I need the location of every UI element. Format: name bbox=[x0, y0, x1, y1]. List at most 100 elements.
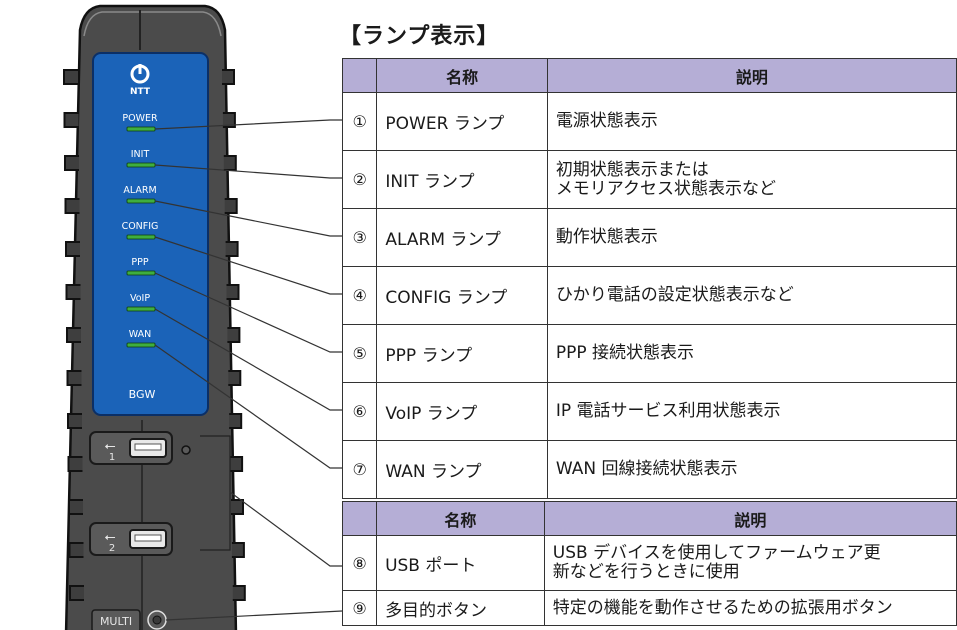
multi-button-label: MULTI bbox=[100, 615, 132, 628]
row-description: 電源状態表示 bbox=[546, 92, 957, 151]
row-number: ⑧ bbox=[341, 535, 378, 591]
lamp-label-wan: WAN bbox=[129, 329, 151, 340]
description-line: IP 電話サービス利用状態表示 bbox=[555, 401, 781, 421]
ridge bbox=[68, 542, 84, 558]
lamp-ppp bbox=[126, 270, 156, 276]
ridge bbox=[231, 499, 244, 515]
header-description: 説明 bbox=[543, 501, 957, 536]
row-description: 特定の機能を動作させるための拡張用ボタン bbox=[543, 590, 957, 626]
row-number: ② bbox=[341, 150, 378, 209]
row-name: CONFIG ランプ bbox=[376, 266, 548, 325]
ridge bbox=[68, 499, 83, 515]
header-number bbox=[341, 58, 378, 93]
ridge bbox=[229, 413, 243, 429]
description-line: USB デバイスを使用してファームウェア更 bbox=[552, 543, 881, 563]
row-description: USB デバイスを使用してファームウェア更新などを行うときに使用 bbox=[543, 535, 957, 591]
row-number: ⑥ bbox=[341, 382, 378, 441]
row-name: 多目的ボタン bbox=[376, 590, 545, 626]
ridge bbox=[64, 198, 80, 214]
lamp-section-title: 【ランプ表示】 bbox=[339, 24, 500, 49]
header-number bbox=[341, 501, 378, 536]
row-name: INIT ランプ bbox=[376, 150, 548, 209]
table-header-row: 名称 説明 bbox=[341, 58, 957, 93]
ridge bbox=[69, 585, 84, 601]
ridge bbox=[226, 284, 240, 300]
description-line: ひかり電話の設定状態表示など bbox=[555, 285, 794, 305]
usb-port-1-indicator bbox=[181, 445, 191, 455]
ridge bbox=[227, 327, 241, 343]
lamp-label-config: CONFIG bbox=[122, 221, 159, 232]
usb-port-2[interactable]: ⭠ 2 bbox=[89, 522, 173, 556]
ridge bbox=[63, 112, 79, 128]
header-description: 説明 bbox=[546, 58, 957, 93]
ntt-logo-icon bbox=[130, 64, 150, 84]
ridge bbox=[67, 456, 83, 472]
lamp-voip bbox=[126, 306, 156, 312]
ridge bbox=[66, 370, 82, 386]
description-line: メモリアクセス状態表示など bbox=[555, 178, 776, 199]
multi-button[interactable]: MULTI bbox=[91, 609, 167, 630]
row-number: ① bbox=[341, 92, 378, 151]
row-name: ALARM ランプ bbox=[376, 208, 548, 267]
ridge bbox=[225, 241, 239, 257]
ridge bbox=[231, 542, 245, 558]
header-name: 名称 bbox=[376, 58, 548, 93]
lamp-alarm bbox=[126, 198, 156, 204]
row-description: 動作状態表示 bbox=[546, 208, 957, 267]
row-description: 初期状態表示またはメモリアクセス状態表示など bbox=[546, 150, 957, 209]
row-number: ⑤ bbox=[341, 324, 378, 383]
lamp-label-voip: VoIP bbox=[130, 293, 150, 304]
usb-icon: ⭠ bbox=[104, 529, 115, 545]
row-number: ④ bbox=[341, 266, 378, 325]
row-description: PPP 接続状態表示 bbox=[546, 324, 957, 383]
lamp-power bbox=[126, 126, 156, 132]
usb-port-1-number: 1 bbox=[109, 452, 115, 463]
header-name: 名称 bbox=[376, 501, 545, 536]
ridge bbox=[65, 284, 81, 300]
row-number: ③ bbox=[341, 208, 378, 267]
usb-port-2-number: 2 bbox=[109, 543, 115, 554]
ridge bbox=[64, 155, 79, 171]
ridge bbox=[222, 69, 235, 85]
lamp-wan bbox=[126, 342, 156, 348]
lamp-label-init: INIT bbox=[131, 149, 150, 160]
ridge bbox=[223, 155, 237, 171]
row-name: PPP ランプ bbox=[376, 324, 548, 383]
row-name: USB ポート bbox=[376, 535, 545, 591]
row-name: VoIP ランプ bbox=[376, 382, 548, 441]
description-line: 初期状態表示または bbox=[555, 159, 709, 180]
description-line: WAN 回線接続状態表示 bbox=[555, 459, 738, 479]
description-line: PPP 接続状態表示 bbox=[555, 343, 694, 363]
ridge bbox=[222, 112, 236, 128]
row-description: WAN 回線接続状態表示 bbox=[546, 440, 957, 499]
description-line: 動作状態表示 bbox=[555, 227, 658, 247]
model-label: BGW bbox=[129, 388, 156, 401]
row-description: IP 電話サービス利用状態表示 bbox=[546, 382, 957, 441]
usb-icon: ⭠ bbox=[104, 438, 115, 454]
lamp-init bbox=[126, 162, 156, 168]
ridge bbox=[230, 456, 244, 472]
row-name: WAN ランプ bbox=[376, 440, 548, 499]
ridge bbox=[66, 327, 81, 343]
ridge bbox=[232, 585, 246, 601]
row-number: ⑨ bbox=[341, 590, 378, 626]
description-line: 電源状態表示 bbox=[555, 111, 658, 131]
lamp-config bbox=[126, 234, 156, 240]
row-description: ひかり電話の設定状態表示など bbox=[546, 266, 957, 325]
ridge bbox=[67, 413, 82, 429]
description-line: 新などを行うときに使用 bbox=[552, 562, 740, 582]
ridge bbox=[224, 198, 238, 214]
usb-port-1[interactable]: ⭠ 1 bbox=[89, 431, 173, 465]
lamp-label-ppp: PPP bbox=[131, 257, 148, 268]
lamp-label-power: POWER bbox=[122, 113, 158, 124]
